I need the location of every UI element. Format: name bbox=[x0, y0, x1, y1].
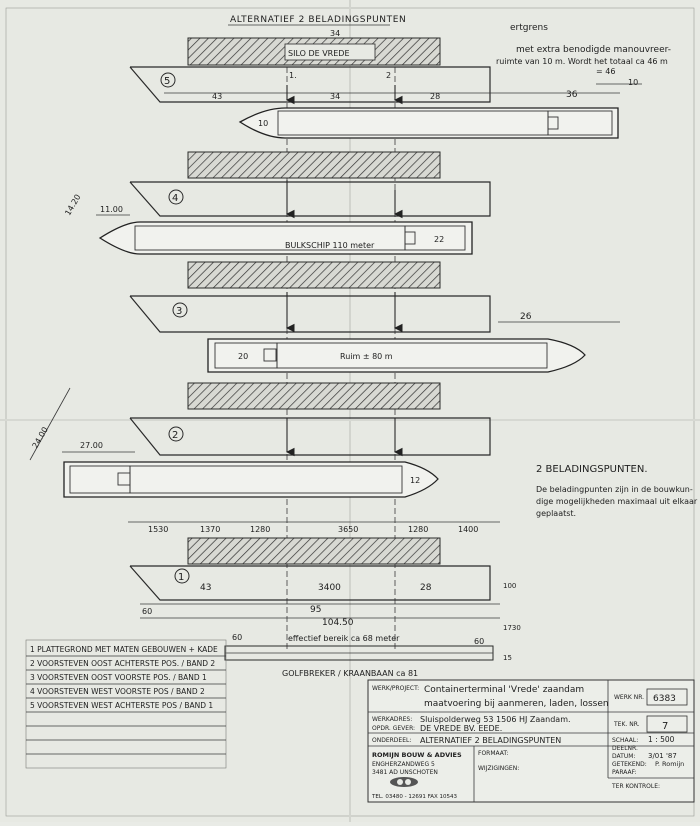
silo-label: SILO DE VREDE bbox=[288, 49, 350, 58]
right-note-line-1: De beladingpunten zijn in de bouwkun- bbox=[536, 485, 693, 494]
terkontrole-label: TER KONTROLE: bbox=[611, 783, 660, 790]
dim-100: 100 bbox=[503, 582, 516, 590]
werk-value-2: maatvoering bij aanmeren, laden, lossen bbox=[424, 699, 609, 709]
schaal-label: SCHAAL: bbox=[612, 737, 638, 744]
right-note-heading: 2 BELADINGSPUNTEN. bbox=[536, 464, 648, 475]
legend: 1 PLATTEGROND MET MATEN GEBOUWEN + KADE … bbox=[25, 639, 227, 769]
company-logo bbox=[390, 777, 418, 787]
dim-1280: 1280 bbox=[250, 525, 270, 534]
company-tel: TEL. 03480 - 12691 FAX 10543 bbox=[371, 794, 458, 800]
row-3: 3 26 20 Ruim ± 80 m bbox=[129, 261, 620, 373]
manoeuvre-note: met extra benodigde manouvreer- bbox=[516, 45, 671, 55]
dim-60-c: 60 bbox=[474, 637, 484, 646]
wijzigingen-label: WIJZIGINGEN: bbox=[478, 765, 519, 772]
manoeuvre-note-2: ruimte van 10 m. Wordt het totaal ca 46 … bbox=[496, 57, 668, 66]
row-5-number: 5 bbox=[164, 76, 170, 87]
werk-value: Containerterminal 'Vrede' zaandam bbox=[424, 685, 584, 695]
teknr-label: TEK. NR. bbox=[613, 721, 640, 728]
row-1-number: 1 bbox=[178, 572, 184, 583]
row-4-ship-number: 22 bbox=[434, 235, 444, 244]
row-2-number: 2 bbox=[172, 430, 178, 441]
onderdeel-value: ALTERNATIEF 2 BELADINGSPUNTEN bbox=[420, 736, 561, 745]
dim-1530: 1530 bbox=[148, 525, 168, 534]
dim-60-b: 60 bbox=[232, 633, 242, 642]
drawing-title: ALTERNATIEF 2 BELADINGSPUNTEN bbox=[230, 15, 406, 25]
row-2-ship-number: 12 bbox=[410, 476, 420, 485]
row-5-dim-b: 34 bbox=[330, 92, 340, 101]
schaal-value: 1 : 500 bbox=[648, 735, 675, 744]
legend-item-3: 3 VOORSTEVEN OOST VOORSTE POS. / BAND 1 bbox=[30, 673, 207, 682]
row-5-dim-d: 36 bbox=[566, 90, 578, 100]
row-1-dim-a: 43 bbox=[200, 583, 211, 593]
row-5-ship-number: 10 bbox=[258, 119, 268, 128]
adres-label: WERKADRES: bbox=[372, 716, 412, 723]
point-1-label: 1. bbox=[289, 71, 297, 80]
company-name: ROMIJN BOUW & ADVIES bbox=[372, 751, 462, 759]
dim-60: 60 bbox=[142, 607, 152, 616]
row-5-dim-a: 43 bbox=[212, 92, 222, 101]
onderdeel-label: ONDERDEEL: bbox=[372, 737, 411, 744]
legend-item-4: 4 VOORSTEVEN WEST VOORSTE POS / BAND 2 bbox=[30, 687, 205, 696]
row-4-ship-label: BULKSCHIP 110 meter bbox=[285, 241, 375, 250]
dim-95: 95 bbox=[310, 605, 321, 615]
dim-1280-b: 1280 bbox=[408, 525, 428, 534]
title-block: WERK/PROJECT: Containerterminal 'Vrede' … bbox=[367, 679, 695, 803]
teknr-value: 7 bbox=[662, 721, 668, 732]
dim-1730: 1730 bbox=[503, 624, 521, 632]
row-4: 4 14.20 11.00 BULKSCHIP 110 meter 22 bbox=[63, 151, 491, 255]
formaat-label: FORMAAT: bbox=[478, 750, 508, 757]
row-3-ship-number: 20 bbox=[238, 352, 248, 361]
row-5: SILO DE VREDE 34 1. 2 5 43 34 28 36 10 bbox=[129, 29, 620, 139]
getekend-label: GETEKEND: bbox=[612, 761, 647, 768]
golfbreker-label: GOLFBREKER / KRAANBAAN ca 81 bbox=[282, 669, 418, 678]
row-1-dim-b: 3400 bbox=[318, 583, 341, 593]
datum-label: DATUM: bbox=[612, 753, 635, 760]
opdr-value: DE VREDE BV. EEDE. bbox=[420, 724, 502, 733]
paraaf-label: PARAAF: bbox=[612, 769, 637, 776]
werknr-label: WERK NR. bbox=[614, 694, 644, 701]
ertgrens-note: ertgrens bbox=[510, 23, 548, 33]
legend-item-5: 5 VOORSTEVEN WEST ACHTERSTE POS / BAND 1 bbox=[30, 701, 213, 710]
row-3-number: 3 bbox=[176, 306, 182, 317]
company-addr-1: ENGHERZANDWEG 5 bbox=[372, 761, 435, 768]
deelnr-label: DEELNR. bbox=[612, 745, 638, 752]
dim-46: = 46 bbox=[596, 67, 615, 76]
row-3-ship-label: Ruim ± 80 m bbox=[340, 352, 393, 361]
dim-10-top: 10 bbox=[628, 78, 638, 87]
dim-104-50: 104.50 bbox=[322, 618, 354, 628]
point-2-label: 2 bbox=[386, 71, 391, 80]
row-5-dim-c: 28 bbox=[430, 92, 440, 101]
effectief-bereik: effectief bereik ca 68 meter bbox=[288, 634, 400, 643]
opdr-label: OPDR. GEVER: bbox=[372, 725, 415, 732]
row-1: 1530 1370 1280 3650 1280 1400 3400 1 43 … bbox=[128, 521, 521, 678]
row-1-dim-c: 28 bbox=[420, 583, 432, 593]
dim-3650: 3650 bbox=[338, 525, 358, 534]
right-note-line-3: geplaatst. bbox=[536, 509, 576, 518]
dim-1370: 1370 bbox=[200, 525, 220, 534]
legend-item-1: 1 PLATTEGROND MET MATEN GEBOUWEN + KADE bbox=[30, 645, 218, 654]
werknr-value: 6383 bbox=[653, 694, 676, 704]
legend-item-2: 2 VOORSTEVEN OOST ACHTERSTE POS. / BAND … bbox=[30, 659, 215, 668]
row-2: 2 24.00 27.00 12 bbox=[29, 382, 491, 498]
row-2-dim-b: 27.00 bbox=[80, 441, 103, 450]
row-3-dim-26: 26 bbox=[520, 312, 532, 322]
datum-value: 3/01 '87 bbox=[648, 752, 677, 760]
dim-1400: 1400 bbox=[458, 525, 478, 534]
row-4-number: 4 bbox=[172, 193, 178, 204]
dim-15: 15 bbox=[503, 654, 512, 662]
adres-value: Sluispolderweg 53 1506 HJ Zaandam. bbox=[420, 715, 571, 724]
row-4-dim-b: 11.00 bbox=[100, 205, 123, 214]
werk-label: WERK/PROJECT: bbox=[372, 685, 419, 692]
right-note-line-2: dige mogelijkheden maximaal uit elkaar bbox=[536, 497, 698, 506]
company-addr-2: 3481 AD UNSCHOTEN bbox=[372, 769, 438, 776]
getekend-value: P. Romijn bbox=[655, 760, 684, 768]
dim-34-top: 34 bbox=[330, 29, 340, 38]
